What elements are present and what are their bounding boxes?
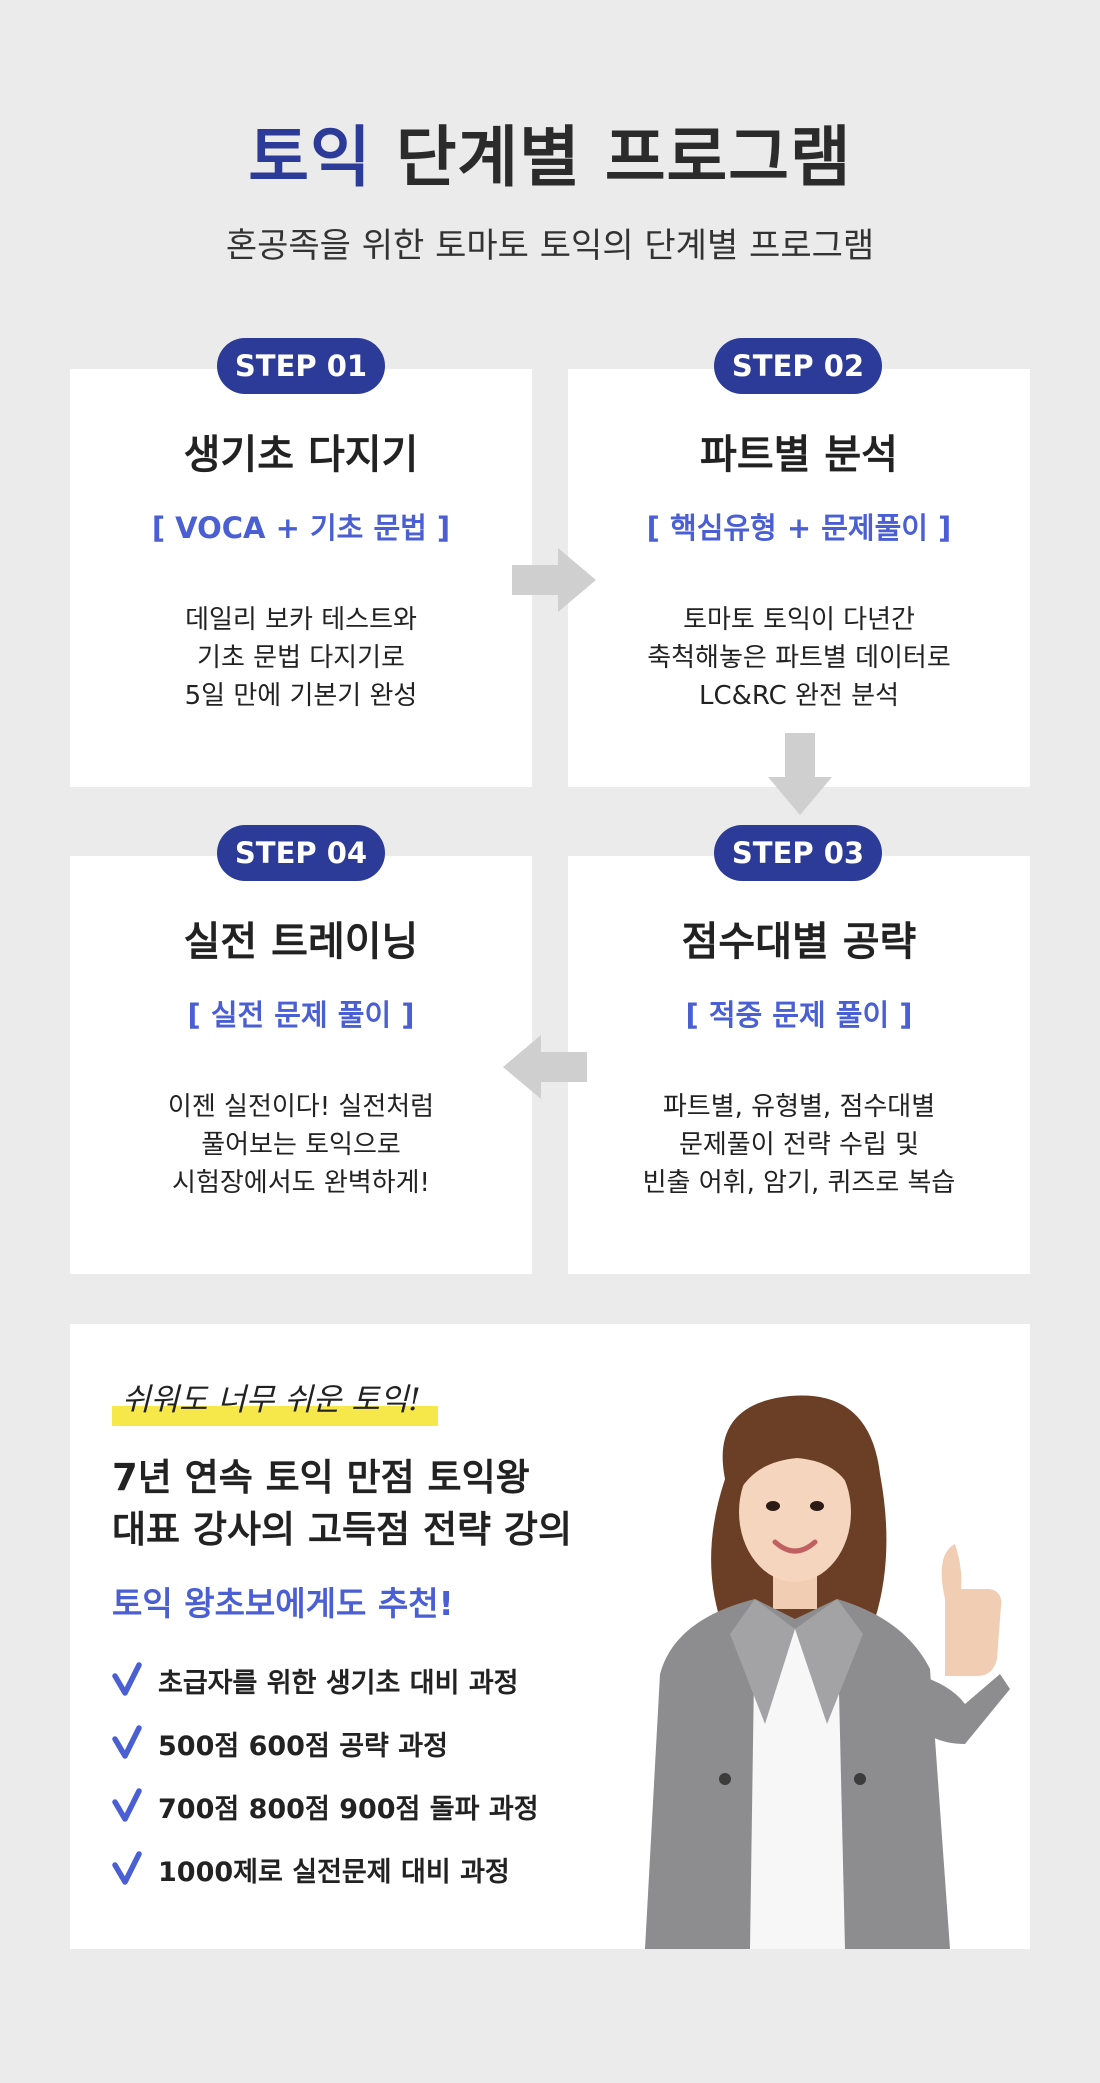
title-rest: 단계별 프로그램 [395, 119, 852, 196]
title-accent: 토익 [248, 119, 372, 196]
step-tag: [ 적중 문제 풀이 ] [685, 998, 913, 1032]
page-subtitle: 혼공족을 위한 토마토 토익의 단계별 프로그램 [225, 226, 875, 266]
list-item: 500점 600점 공략 과정 [112, 1723, 539, 1763]
check-icon [112, 1788, 142, 1822]
step-tag: [ 핵심유형 + 문제풀이 ] [646, 511, 952, 545]
step-desc-line: 풀어보는 토익으로 [201, 1130, 401, 1160]
list-item: 초급자를 위한 생기초 대비 과정 [112, 1660, 539, 1700]
step-title: 점수대별 공략 [681, 919, 917, 965]
step-title: 파트별 분석 [700, 432, 898, 478]
step-card-03: 점수대별 공략 [ 적중 문제 풀이 ] 파트별, 유형별, 점수대별 문제풀이… [568, 856, 1030, 1274]
check-list: 초급자를 위한 생기초 대비 과정 500점 600점 공략 과정 700점 8… [112, 1660, 539, 1912]
list-item: 700점 800점 900점 돌파 과정 [112, 1786, 539, 1826]
step-desc-line: 5일 만에 기본기 완성 [184, 681, 418, 711]
step-desc-line: 빈출 어휘, 암기, 퀴즈로 복습 [642, 1168, 956, 1198]
arrow-down-icon [768, 733, 832, 815]
step-desc: 파트별, 유형별, 점수대별 문제풀이 전략 수립 및 빈출 어휘, 암기, 퀴… [568, 1088, 1030, 1202]
step-desc-line: LC&RC 완전 분석 [698, 681, 900, 711]
check-label: 1000제로 실전문제 대비 과정 [158, 1856, 510, 1888]
step-desc-line: 토마토 토익이 다년간 [683, 605, 915, 635]
step-desc-line: 기초 문법 다지기로 [197, 643, 405, 673]
check-icon [112, 1851, 142, 1885]
page-title: 토익 단계별 프로그램 [0, 118, 1100, 197]
step-badge-03: STEP 03 [714, 825, 882, 881]
arrow-right-icon [512, 548, 596, 612]
step-title: 생기초 다지기 [183, 432, 419, 478]
headline-line: 대표 강사의 고득점 전략 강의 [112, 1508, 573, 1551]
headline-line: 7년 연속 토익 만점 토익왕 [112, 1456, 530, 1499]
step-card-02: 파트별 분석 [ 핵심유형 + 문제풀이 ] 토마토 토익이 다년간 축척해놓은… [568, 369, 1030, 787]
step-desc-line: 문제풀이 전략 수립 및 [678, 1130, 920, 1160]
promo-headline: 7년 연속 토익 만점 토익왕 대표 강사의 고득점 전략 강의 [112, 1452, 572, 1556]
arrow-left-icon [503, 1035, 587, 1099]
highlight-text: 쉬워도 너무 쉬운 토익! [122, 1382, 421, 1418]
check-label: 500점 600점 공략 과정 [158, 1730, 448, 1762]
check-label: 초급자를 위한 생기초 대비 과정 [158, 1667, 519, 1699]
step-tag: [ VOCA + 기초 문법 ] [151, 511, 451, 545]
step-desc-line: 시험장에서도 완벽하게! [172, 1168, 430, 1198]
step-desc: 토마토 토익이 다년간 축척해놓은 파트별 데이터로 LC&RC 완전 분석 [568, 601, 1030, 715]
check-icon [112, 1662, 142, 1696]
step-desc: 이젠 실전이다! 실전처럼 풀어보는 토익으로 시험장에서도 완벽하게! [70, 1088, 532, 1202]
highlight-label: 쉬워도 너무 쉬운 토익! [112, 1380, 438, 1426]
step-desc: 데일리 보카 테스트와 기초 문법 다지기로 5일 만에 기본기 완성 [70, 601, 532, 715]
step-desc-line: 이젠 실전이다! 실전처럼 [167, 1092, 435, 1122]
list-item: 1000제로 실전문제 대비 과정 [112, 1849, 539, 1889]
step-title: 실전 트레이닝 [183, 919, 419, 965]
promo-panel: 쉬워도 너무 쉬운 토익! 7년 연속 토익 만점 토익왕 대표 강사의 고득점… [70, 1324, 1030, 1949]
step-card-04: 실전 트레이닝 [ 실전 문제 풀이 ] 이젠 실전이다! 실전처럼 풀어보는 … [70, 856, 532, 1274]
step-badge-01: STEP 01 [217, 338, 385, 394]
promo-recommend: 토익 왕초보에게도 추천! [112, 1584, 454, 1623]
step-desc-line: 데일리 보카 테스트와 [185, 605, 417, 635]
check-label: 700점 800점 900점 돌파 과정 [158, 1793, 539, 1825]
step-tag: [ 실전 문제 풀이 ] [187, 998, 415, 1032]
instructor-photo [645, 1395, 1010, 1949]
step-badge-02: STEP 02 [714, 338, 882, 394]
step-desc-line: 축척해놓은 파트별 데이터로 [647, 643, 951, 673]
highlight-bar [112, 1406, 438, 1426]
check-icon [112, 1725, 142, 1759]
step-card-01: 생기초 다지기 [ VOCA + 기초 문법 ] 데일리 보카 테스트와 기초 … [70, 369, 532, 787]
step-badge-04: STEP 04 [217, 825, 385, 881]
step-desc-line: 파트별, 유형별, 점수대별 [662, 1092, 936, 1122]
